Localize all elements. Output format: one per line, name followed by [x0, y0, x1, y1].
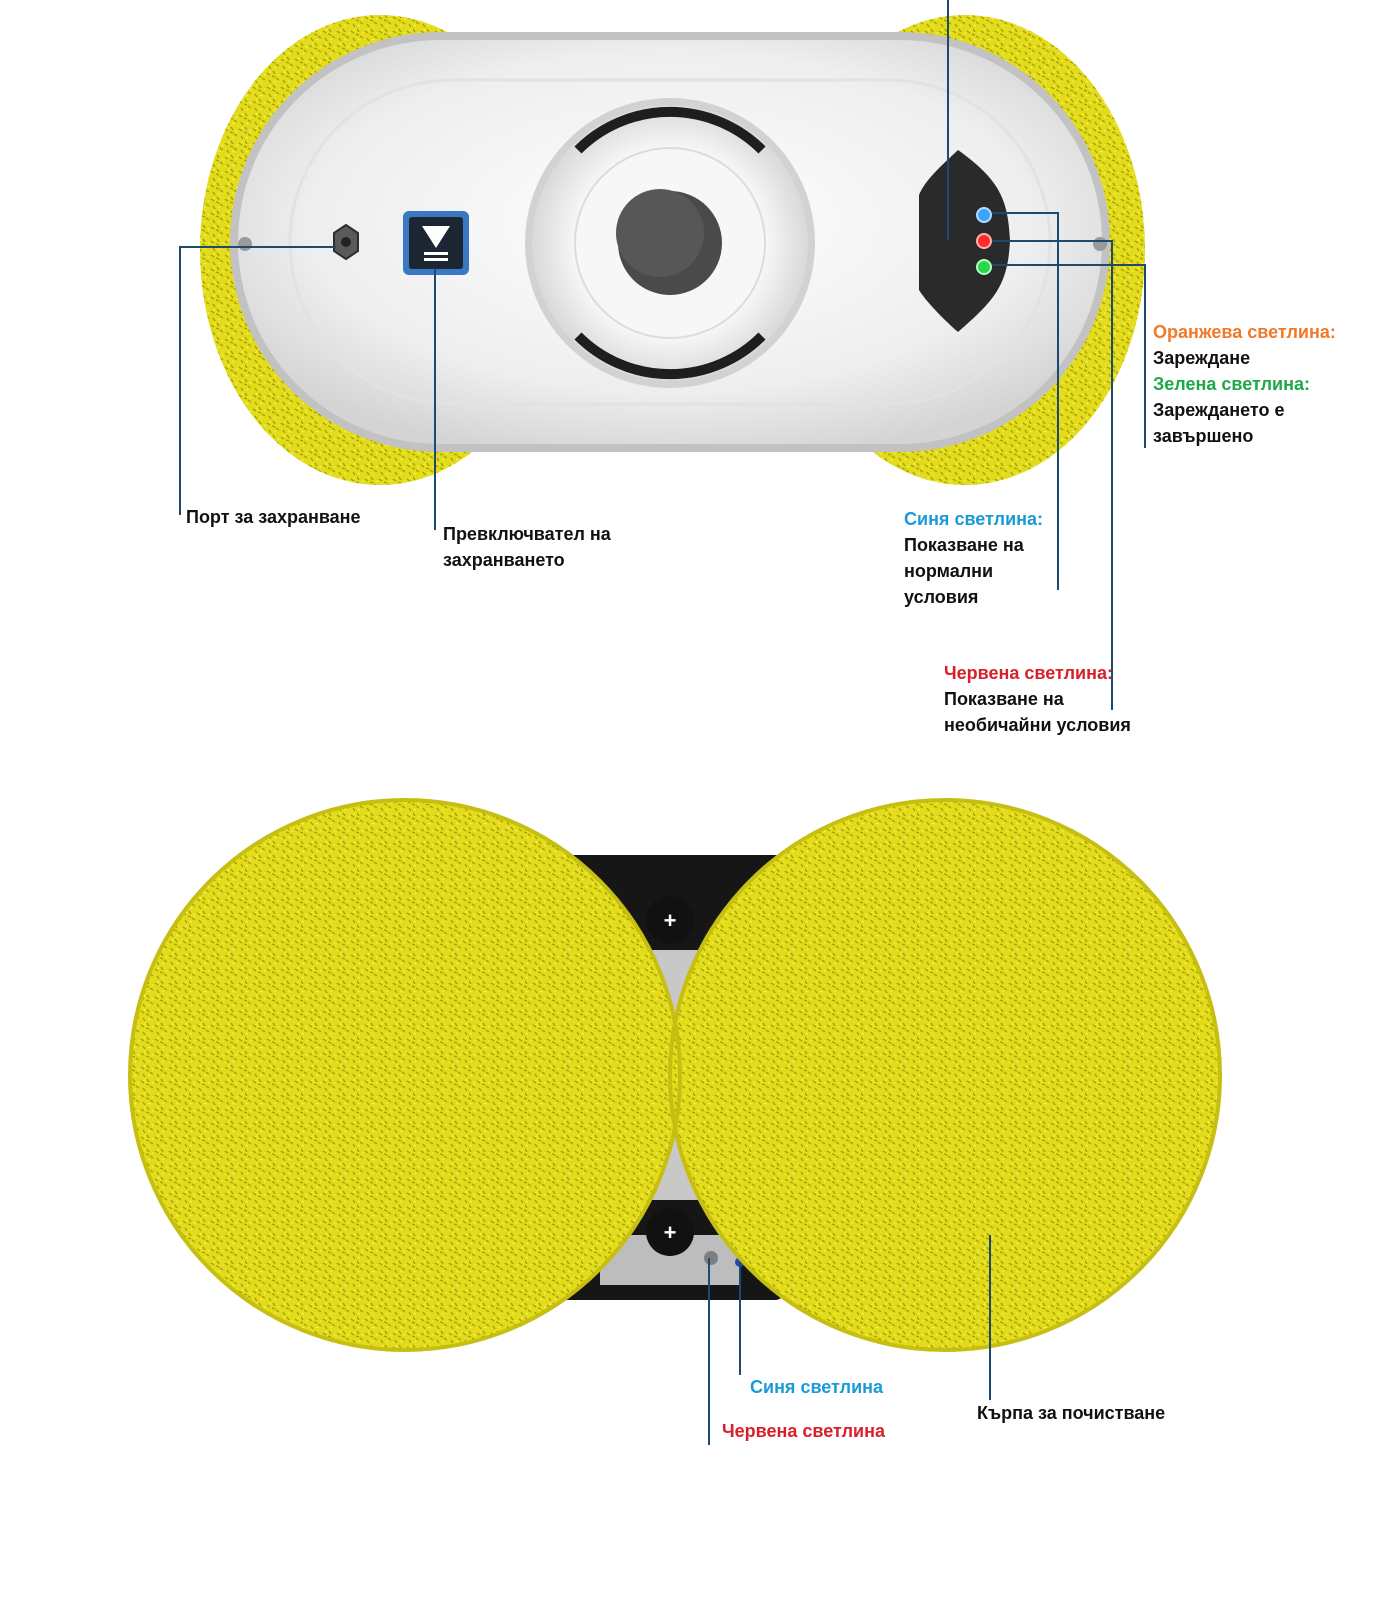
led-blue [976, 207, 992, 223]
right-pin [1093, 237, 1107, 251]
charging-label: Оранжева светлина: Зареждане Зелена свет… [1153, 319, 1336, 449]
green-light-title: Зелена светлина: [1153, 374, 1310, 394]
green-light-desc-1: Зареждането е [1153, 400, 1285, 420]
dc-port-icon [333, 223, 359, 261]
plus-button-top: + [646, 896, 694, 944]
central-ring [525, 98, 815, 388]
svg-text:+: + [664, 1220, 677, 1245]
plus-button-bottom: + [646, 1208, 694, 1256]
power-port-label: Порт за захранване [186, 507, 361, 527]
left-cleaning-pad [130, 800, 680, 1350]
indicator-led-icon [919, 150, 1010, 332]
power-switch-label: Превключвател на захранването [443, 524, 611, 570]
bottom-red-light-label: Червена светлина [722, 1421, 885, 1441]
bottom-blue-light-label: Синя светлина [750, 1377, 884, 1397]
cleaning-cloth-label: Кърпа за почистване [977, 1403, 1166, 1423]
bottom-view: + + [128, 798, 1222, 1445]
red-light-title: Червена светлина: [944, 663, 1113, 683]
top-view [179, 0, 1146, 710]
red-light-label: Червена светлина: Показване на необичайн… [944, 660, 1131, 738]
led-green [976, 259, 992, 275]
blue-light-label: Синя светлина: Показване на нормални усл… [904, 506, 1043, 610]
base-led-red [704, 1251, 718, 1265]
orange-light-desc: Зареждане [1153, 348, 1251, 368]
right-cleaning-pad [670, 800, 1220, 1350]
led-red [976, 233, 992, 249]
orange-light-title: Оранжева светлина: [1153, 322, 1336, 342]
green-light-desc-2: завършено [1153, 426, 1254, 446]
down-triangle-menu-icon[interactable] [403, 211, 469, 275]
svg-text:+: + [664, 908, 677, 933]
leader-lines-top [179, 0, 1146, 710]
blue-light-title: Синя светлина: [904, 509, 1044, 529]
leader-lines-bottom [708, 1235, 991, 1445]
left-pin [238, 237, 252, 251]
